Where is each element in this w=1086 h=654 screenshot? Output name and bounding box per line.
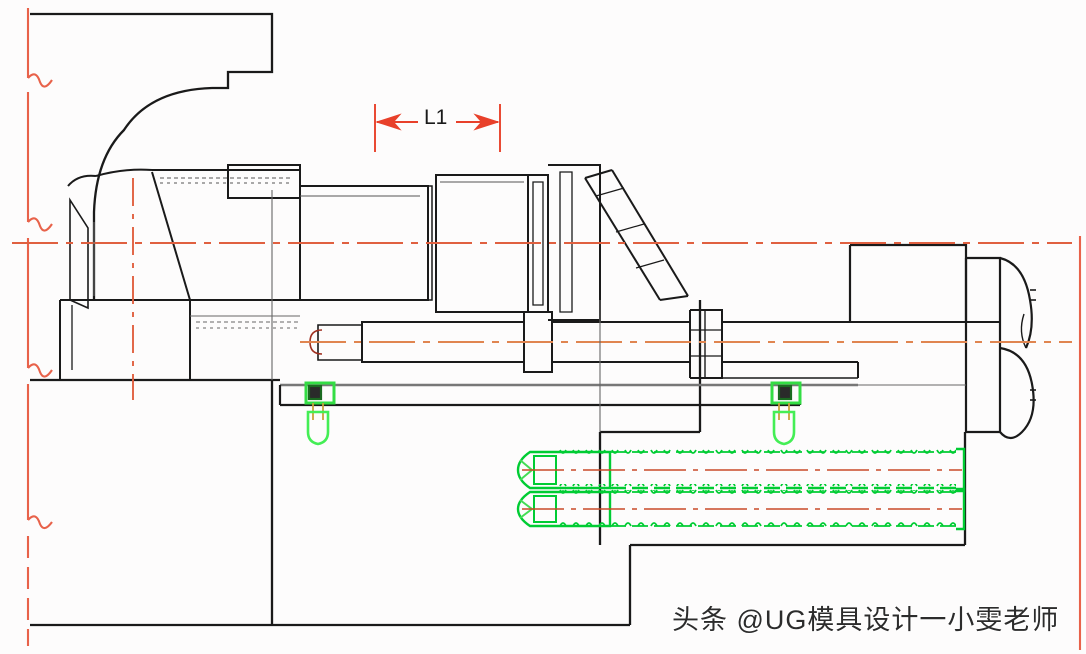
lower-ejector-rod bbox=[309, 309, 1000, 379]
dimension-label-l1: L1 bbox=[424, 106, 448, 129]
upper-shaft-assembly bbox=[59, 164, 601, 380]
retainer-plate bbox=[272, 378, 858, 407]
upper-threaded-rod bbox=[516, 447, 966, 493]
left-locating-pin bbox=[304, 381, 336, 446]
centerlines bbox=[12, 178, 1072, 400]
green-locating-pins bbox=[304, 381, 802, 446]
border-break-lines bbox=[26, 8, 1082, 650]
right-locating-pin bbox=[770, 381, 802, 446]
angle-pin bbox=[584, 169, 689, 301]
dimension-l1 bbox=[374, 104, 501, 152]
right-end-blocks bbox=[848, 243, 1036, 440]
watermark-text: 头条 @UG模具设计一小雯老师 bbox=[672, 605, 1060, 635]
mold-plate-outlines bbox=[30, 12, 1000, 627]
lower-threaded-rod bbox=[516, 487, 966, 531]
detail-thin-lines bbox=[93, 190, 966, 432]
